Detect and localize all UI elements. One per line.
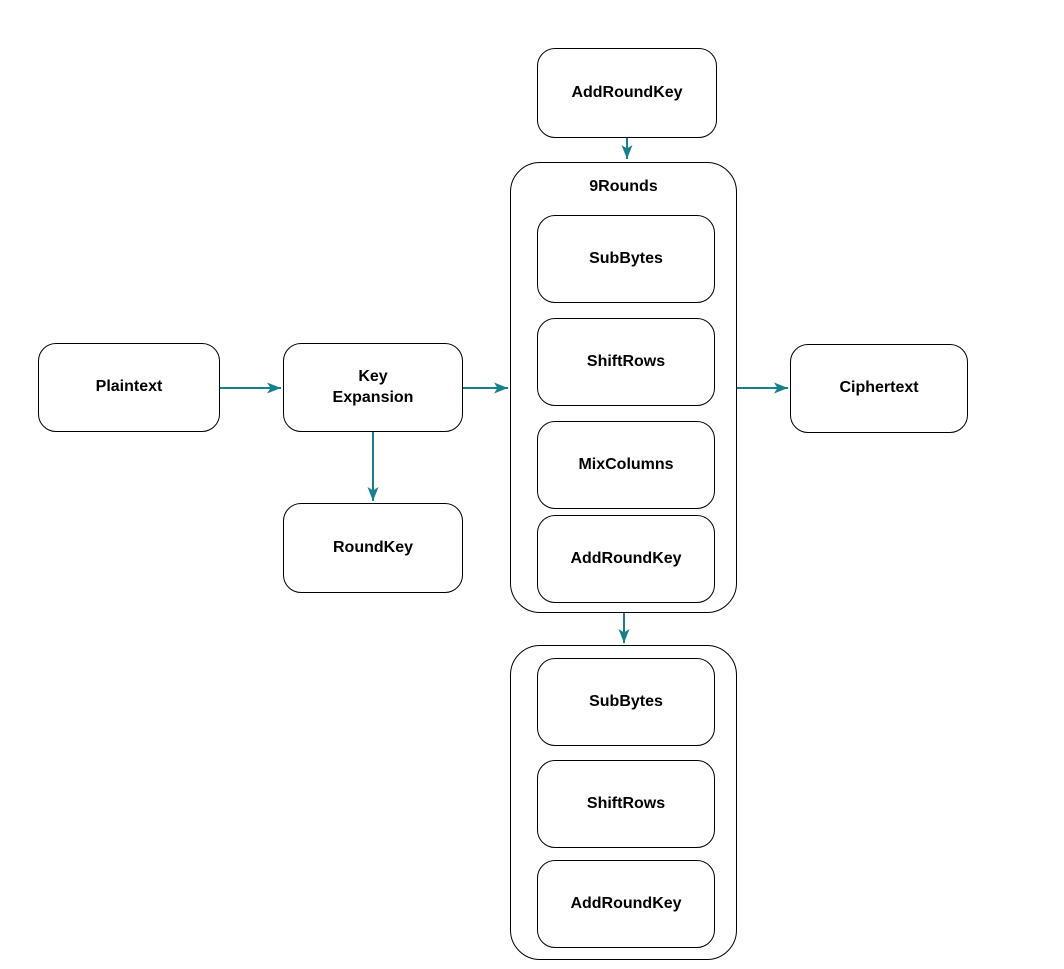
node-rounds-subbytes: SubBytes xyxy=(537,215,715,303)
node-final-subbytes: SubBytes xyxy=(537,658,715,746)
node-rounds-addroundkey: AddRoundKey xyxy=(537,515,715,603)
node-rounds-mixcolumns: MixColumns xyxy=(537,421,715,509)
node-ciphertext: Ciphertext xyxy=(790,344,968,433)
node-rounds-addroundkey-label: AddRoundKey xyxy=(570,549,682,567)
node-final-addroundkey-label: AddRoundKey xyxy=(570,894,682,912)
node-rounds-mixcolumns-label: MixColumns xyxy=(578,455,674,473)
node-rounds-subbytes-label: SubBytes xyxy=(589,249,663,267)
node-final-shiftrows: ShiftRows xyxy=(537,760,715,848)
node-rounds-shiftrows: ShiftRows xyxy=(537,318,715,406)
node-ciphertext-label: Ciphertext xyxy=(839,379,919,397)
node-final-subbytes-label: SubBytes xyxy=(589,692,663,710)
node-roundkey: RoundKey xyxy=(283,503,463,593)
node-key-expansion-label: Key Expansion xyxy=(332,367,414,406)
node-plaintext: Plaintext xyxy=(38,343,220,432)
node-initial-addroundkey: AddRoundKey xyxy=(537,48,717,138)
node-rounds-shiftrows-label: ShiftRows xyxy=(586,352,666,370)
rounds-group-label: 9Rounds xyxy=(589,178,658,195)
node-roundkey-label: RoundKey xyxy=(333,538,413,556)
node-plaintext-label: Plaintext xyxy=(95,378,163,396)
node-key-expansion: Key Expansion xyxy=(283,343,463,432)
node-final-addroundkey: AddRoundKey xyxy=(537,860,715,948)
node-initial-addroundkey-label: AddRoundKey xyxy=(571,83,683,101)
node-final-shiftrows-label: ShiftRows xyxy=(586,794,666,812)
